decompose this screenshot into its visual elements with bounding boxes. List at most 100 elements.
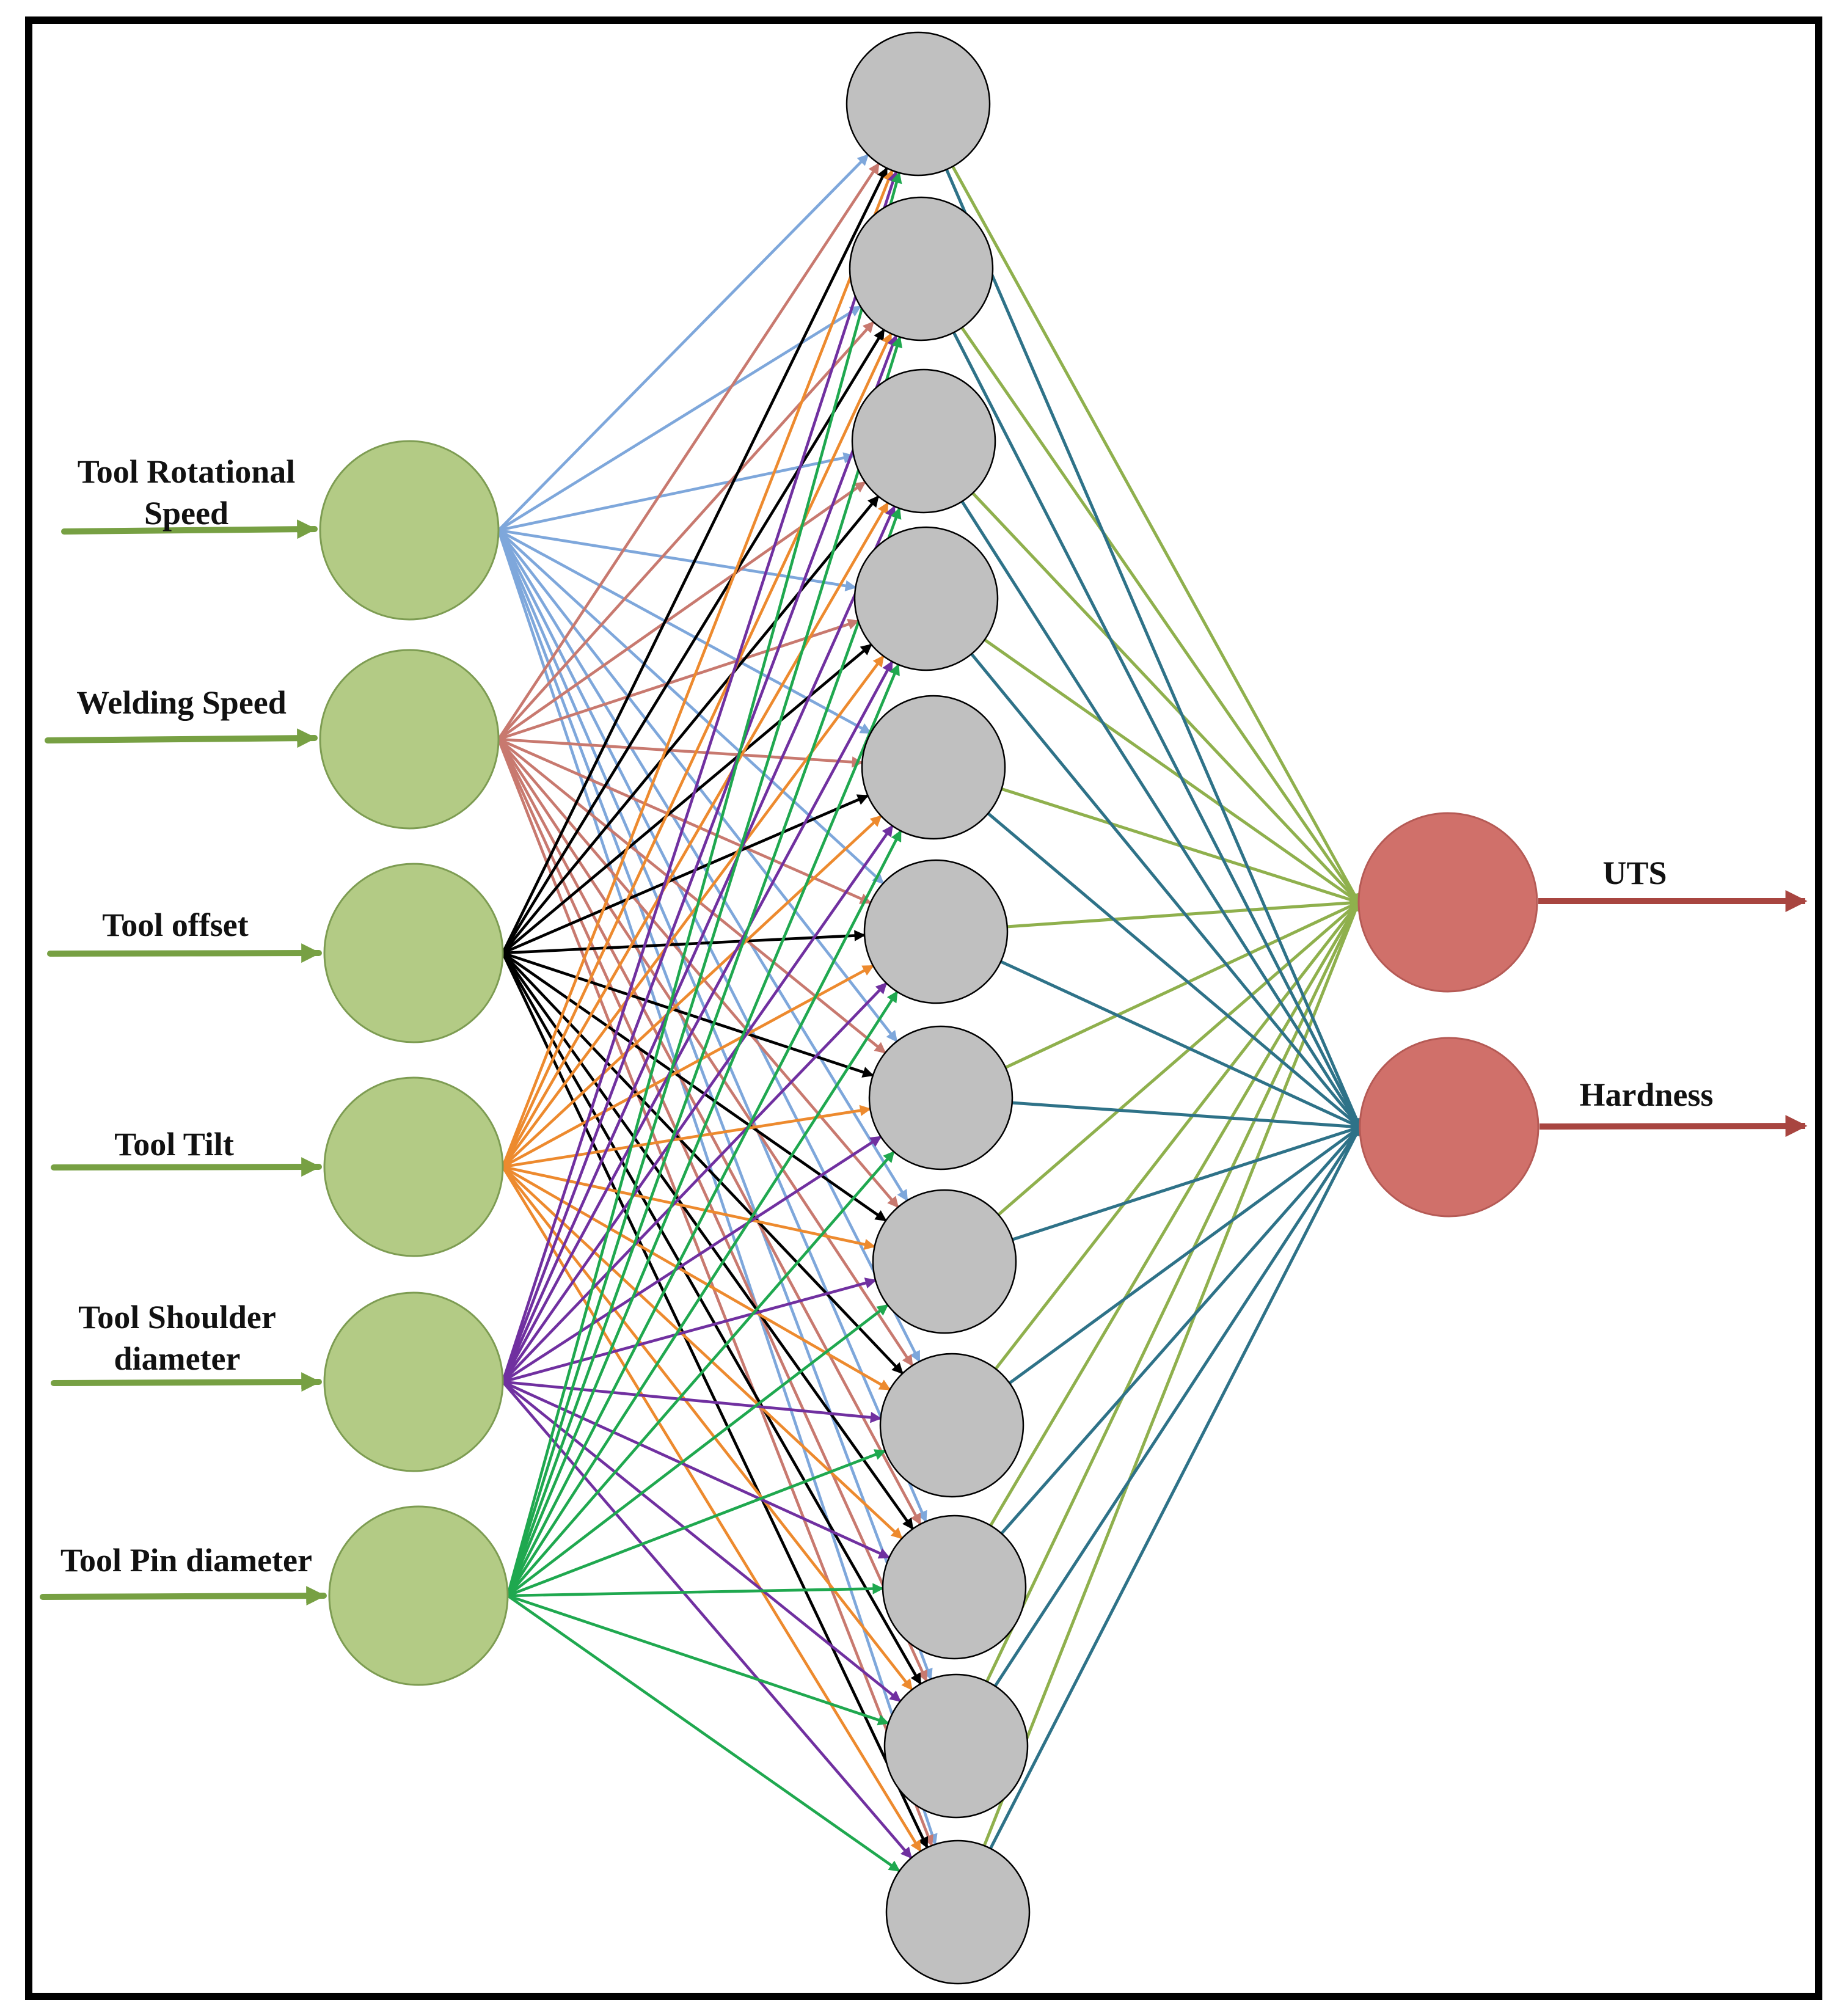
connection-hidden-12-to-output-1 — [982, 901, 1360, 1847]
hidden-node-5 — [861, 695, 1006, 840]
connection-input-1-to-hidden-4 — [498, 528, 857, 591]
connection-hidden-4-to-output-2 — [970, 652, 1361, 1128]
hidden-node-3 — [851, 368, 996, 514]
connection-input-1-to-hidden-1 — [497, 153, 869, 531]
connection-hidden-9-to-output-2 — [1009, 1125, 1361, 1385]
connection-input-4-to-hidden-12 — [502, 1166, 922, 1852]
output-arrow-2 — [1539, 1115, 1808, 1138]
output-node-1 — [1357, 812, 1538, 993]
connection-input-4-to-hidden-10 — [502, 1166, 903, 1539]
connection-input-3-to-hidden-12 — [501, 952, 929, 1849]
connection-input-5-to-hidden-2 — [501, 334, 898, 1382]
connection-input-2-to-hidden-7 — [497, 738, 886, 1054]
connection-hidden-11-to-output-2 — [993, 1126, 1362, 1687]
connection-input-6-to-hidden-10 — [507, 1583, 884, 1598]
connection-input-2-to-hidden-1 — [497, 163, 880, 740]
connection-input-1-to-hidden-6 — [497, 529, 885, 885]
output-node-2 — [1359, 1037, 1539, 1218]
input-label-1-line-2: Speed — [144, 495, 228, 531]
connection-input-5-to-hidden-6 — [502, 982, 888, 1383]
hidden-node-12 — [885, 1839, 1031, 1985]
connection-input-5-to-hidden-10 — [502, 1380, 891, 1559]
connection-hidden-6-to-output-2 — [1000, 960, 1361, 1129]
connection-input-3-to-hidden-3 — [502, 495, 880, 954]
connection-hidden-2-to-output-2 — [952, 332, 1362, 1128]
diagram-frame — [25, 16, 1822, 2000]
connection-hidden-12-to-output-2 — [989, 1126, 1362, 1849]
input-node-2 — [319, 649, 500, 830]
connection-hidden-10-to-output-2 — [1000, 1126, 1361, 1535]
connection-input-6-to-hidden-7 — [506, 1150, 895, 1597]
input-arrow-5 — [51, 1372, 322, 1392]
connection-hidden-5-to-output-2 — [987, 812, 1361, 1128]
connection-hidden-1-to-output-2 — [945, 169, 1362, 1128]
connection-hidden-6-to-output-1 — [1007, 898, 1360, 929]
output-connections-layer — [945, 166, 1362, 1849]
input-arrow-6 — [40, 1586, 327, 1606]
input-arrow-1 — [61, 519, 318, 539]
connection-input-5-to-hidden-11 — [502, 1381, 902, 1703]
hidden-node-2 — [849, 196, 994, 341]
input-label-6-line-1: Tool Pin diameter — [60, 1542, 312, 1579]
nodes-layer — [319, 31, 1539, 1985]
connection-input-6-to-hidden-6 — [506, 990, 899, 1597]
input-arrow-3 — [47, 943, 322, 963]
input-node-1 — [319, 440, 500, 621]
hidden-node-10 — [882, 1514, 1027, 1660]
connection-input-6-to-hidden-2 — [506, 335, 903, 1596]
input-node-5 — [323, 1291, 504, 1472]
connection-input-1-to-hidden-3 — [498, 452, 855, 532]
hidden-node-8 — [872, 1189, 1017, 1334]
connection-hidden-1-to-output-1 — [951, 166, 1360, 904]
input-node-6 — [328, 1505, 509, 1686]
connection-hidden-7-to-output-2 — [1012, 1101, 1361, 1131]
connection-hidden-11-to-output-1 — [985, 901, 1360, 1682]
connection-input-6-to-hidden-12 — [506, 1594, 900, 1872]
connection-input-4-to-hidden-4 — [502, 655, 885, 1168]
connection-input-5-to-hidden-12 — [502, 1381, 913, 1859]
connection-hidden-9-to-output-1 — [994, 901, 1360, 1370]
connection-input-3-to-hidden-2 — [502, 329, 885, 954]
connection-input-5-to-hidden-1 — [501, 170, 899, 1382]
connection-input-2-to-hidden-2 — [497, 321, 875, 740]
connection-input-4-to-hidden-2 — [501, 332, 893, 1167]
connection-input-4-to-hidden-1 — [501, 169, 894, 1167]
connection-hidden-8-to-output-1 — [997, 901, 1360, 1216]
connection-hidden-3-to-output-2 — [960, 500, 1362, 1128]
connections-layer — [497, 153, 938, 1872]
input-arrow-2 — [45, 728, 318, 748]
connection-input-6-to-hidden-11 — [507, 1594, 889, 1726]
connection-input-5-to-hidden-9 — [502, 1380, 882, 1423]
connection-input-5-to-hidden-5 — [502, 825, 894, 1383]
connection-input-2-to-hidden-8 — [497, 738, 899, 1208]
connection-input-3-to-hidden-1 — [501, 167, 888, 954]
connection-input-2-to-hidden-3 — [497, 481, 866, 740]
connection-input-2-to-hidden-9 — [497, 738, 914, 1367]
connection-input-6-to-hidden-8 — [506, 1304, 889, 1597]
connection-hidden-8-to-output-2 — [1012, 1125, 1361, 1241]
connection-input-4-to-hidden-5 — [502, 814, 882, 1168]
connection-hidden-2-to-output-1 — [960, 326, 1360, 904]
hidden-node-1 — [845, 31, 991, 177]
connection-input-4-to-hidden-6 — [502, 964, 874, 1169]
output-label-2: Hardness — [1579, 1076, 1713, 1113]
hidden-node-9 — [879, 1353, 1024, 1498]
connection-input-3-to-hidden-6 — [502, 930, 866, 955]
input-label-5-line-2: diameter — [114, 1340, 241, 1377]
hidden-node-4 — [853, 526, 999, 671]
connection-input-4-to-hidden-7 — [502, 1105, 872, 1169]
hidden-node-7 — [868, 1025, 1013, 1171]
input-label-3-line-1: Tool offset — [102, 907, 249, 943]
input-node-3 — [323, 863, 504, 1043]
input-label-2-line-1: Welding Speed — [76, 684, 287, 721]
connection-hidden-4-to-output-1 — [984, 638, 1360, 904]
connection-input-4-to-hidden-8 — [502, 1165, 876, 1250]
input-label-1-line-1: Tool Rotational — [78, 453, 296, 490]
output-label-1: UTS — [1602, 855, 1667, 891]
connection-input-2-to-hidden-4 — [498, 618, 860, 741]
connection-hidden-7-to-output-1 — [1004, 900, 1360, 1069]
connection-input-5-to-hidden-8 — [502, 1277, 877, 1384]
hidden-node-6 — [863, 859, 1009, 1004]
